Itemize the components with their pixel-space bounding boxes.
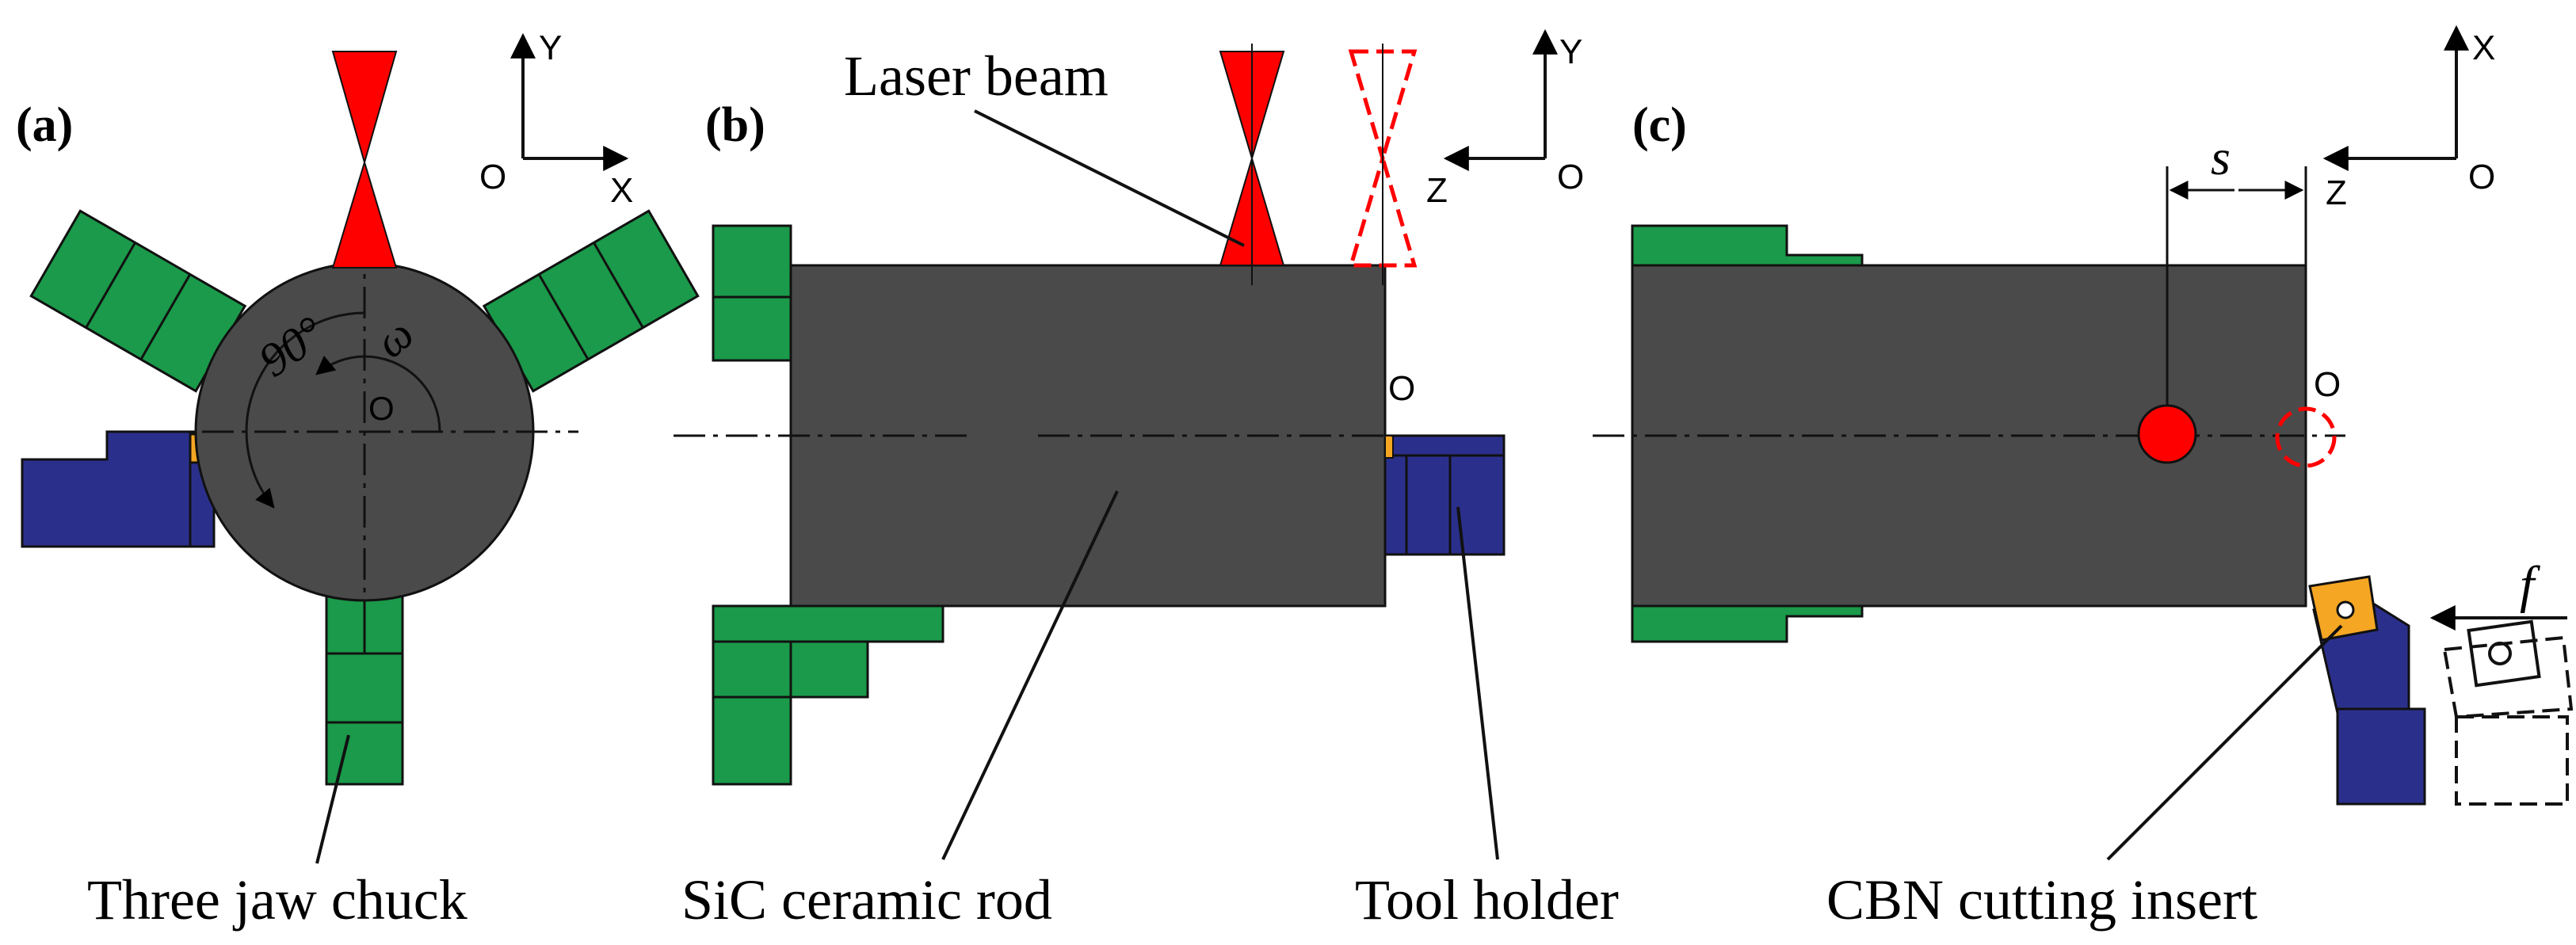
end-origin-c: O: [2314, 365, 2341, 404]
panel-b: (b): [674, 29, 1619, 932]
axis-widget-a: Y X O: [479, 29, 633, 210]
axis-origin-c: O: [2468, 158, 2495, 196]
feed-f-label: f: [2520, 556, 2540, 614]
laser-beam-a: [331, 51, 398, 269]
laser-beam-label: Laser beam: [844, 44, 1109, 108]
leader-insert: [2106, 624, 2343, 861]
axis-origin-a: O: [479, 158, 506, 196]
caption-cbn-cutting-insert: CBN cutting insert: [1826, 868, 2257, 932]
end-origin-b: O: [1388, 369, 1415, 408]
leader-holder: [1456, 506, 1499, 860]
caption-three-jaw-chuck: Three jaw chuck: [87, 868, 467, 932]
offset-s-label: s: [2211, 129, 2231, 185]
chuck-jaws-c-bottom: [1631, 604, 1864, 643]
caption-sic-ceramic-rod: SiC ceramic rod: [681, 868, 1052, 932]
axis-z-label-b: Z: [1426, 171, 1448, 210]
cbn-insert-b: [1384, 435, 1394, 459]
laser-spot-previous: [2275, 406, 2337, 468]
panel-c: (c) O s X Z O: [1593, 25, 2574, 932]
caption-tool-holder: Tool holder: [1355, 868, 1619, 932]
tool-outline-next-position: [2442, 619, 2574, 806]
panel-c-label: (c): [1632, 98, 1687, 152]
leader-laser: [974, 109, 1245, 247]
axis-widget-c: X Z O: [2322, 25, 2495, 212]
axis-x-label-a: X: [610, 171, 633, 210]
panel-a-label: (a): [16, 98, 73, 152]
tool-holder-b: [1383, 434, 1506, 556]
laser-beam-b: [1219, 44, 1285, 285]
laser-beam-b-previous: [1348, 44, 1418, 285]
leader-chuck: [315, 734, 350, 864]
axis-y-label-a: Y: [539, 29, 562, 67]
panel-b-label: (b): [705, 98, 765, 152]
center-origin-a: O: [368, 390, 395, 427]
laser-spot: [2137, 404, 2197, 464]
omega-arc: [315, 355, 441, 432]
angle-90-arc: [245, 311, 365, 509]
axis-x-label-c: X: [2472, 29, 2495, 67]
axis-widget-b: Y Z O: [1426, 29, 1584, 210]
chuck-jaws-side-bottom: [712, 604, 945, 786]
panel-a: (a): [16, 29, 700, 932]
leader-rod: [941, 490, 1119, 860]
tool-holder-c: [2308, 575, 2426, 806]
tool-holder-a: [21, 430, 217, 548]
axis-z-label-c: Z: [2326, 173, 2347, 212]
chuck-jaws-c-top: [1631, 224, 1864, 267]
axis-origin-b: O: [1557, 158, 1584, 196]
axis-y-label-b: Y: [1559, 32, 1582, 71]
